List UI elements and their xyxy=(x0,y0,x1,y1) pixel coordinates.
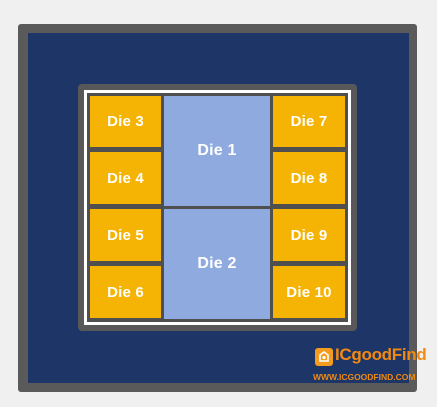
die-10: Die 10 xyxy=(273,266,345,318)
watermark-url: WWW.ICGOODFIND.COM xyxy=(313,372,416,382)
die-6: Die 6 xyxy=(90,266,161,318)
die-9: Die 9 xyxy=(273,209,345,261)
die-2: Die 2 xyxy=(164,209,270,319)
die-8: Die 8 xyxy=(273,152,345,204)
logo-icon xyxy=(315,348,333,366)
watermark-brand: ICgoodFind xyxy=(335,345,427,364)
die-7: Die 7 xyxy=(273,96,345,147)
die-area: Die 3 Die 4 Die 5 Die 6 Die 1 Die 2 Die … xyxy=(87,93,348,322)
die-3: Die 3 xyxy=(90,96,161,147)
watermark: ICgoodFind WWW.ICGOODFIND.COM xyxy=(313,344,433,388)
die-5: Die 5 xyxy=(90,209,161,261)
die-4: Die 4 xyxy=(90,152,161,204)
die-1: Die 1 xyxy=(164,96,270,206)
